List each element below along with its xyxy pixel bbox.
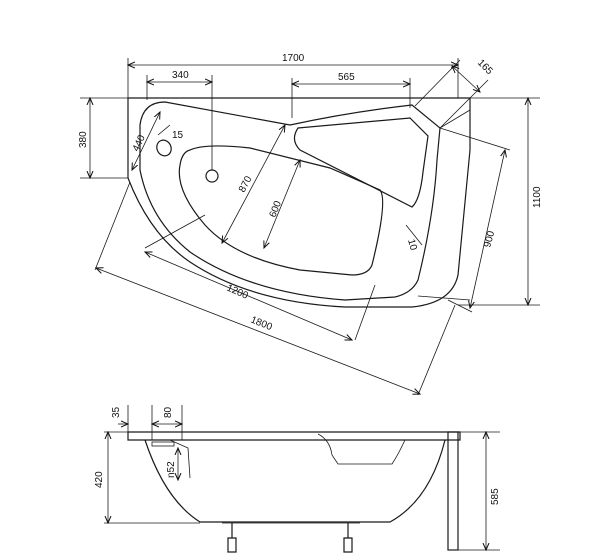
dim-label-80: 80 [163,406,174,418]
dim-label-420: 420 [94,471,105,488]
ext-line [94,181,131,271]
tub-rim-inner [139,101,441,301]
top-view: 1700 340 565 165 380 440 15 870 600 [78,53,543,396]
dim-label-10: 10 [405,238,419,252]
dim-label-565: 565 [338,72,355,83]
dim-900 [470,150,505,308]
tub-headrest [293,117,429,208]
side-headrest [317,433,406,465]
dim-label-340: 340 [172,70,189,81]
side-panel-leg [447,431,459,551]
dim-label-380: 380 [78,131,89,148]
dim-600 [264,160,300,248]
dim-1800 [96,268,420,394]
dim-label-1700: 1700 [282,53,305,64]
foot-left [227,523,237,553]
ext-line [439,127,511,151]
dim-label-1100: 1100 [532,186,543,208]
foot-right [343,523,353,553]
dim-440 [132,112,160,170]
dim-label-1800: 1800 [249,315,274,334]
dim-165 [452,66,480,92]
dim-label-15: 15 [172,130,184,141]
side-drain [145,439,191,479]
side-rim [127,431,461,441]
dim-label-900: 900 [482,229,497,248]
ext-line [144,214,206,249]
ext-line [417,304,456,396]
dim-label-n52: n52 [166,461,177,478]
dim-10 [405,224,423,246]
side-view: 35 80 n52 420 585 [94,405,501,553]
dim-label-165: 165 [475,58,495,78]
side-overflow [151,441,175,447]
bottom-edge [417,295,471,301]
ext-line [354,284,376,341]
overflow-hole-icon [156,139,172,157]
dim-label-1200: 1200 [225,283,250,302]
side-tub-body [144,439,446,523]
dim-label-440: 440 [131,133,148,153]
dim-15 [157,124,171,136]
ext-line [439,79,489,129]
dim-1200 [145,252,352,340]
corner-edge [439,109,471,129]
dim-870 [222,125,285,243]
dim-label-585: 585 [490,488,501,505]
ext-line [447,299,473,313]
dim-label-870: 870 [237,174,255,194]
dim-label-600: 600 [268,199,285,219]
dim-label-35: 35 [111,406,122,418]
drain-icon [205,169,219,183]
